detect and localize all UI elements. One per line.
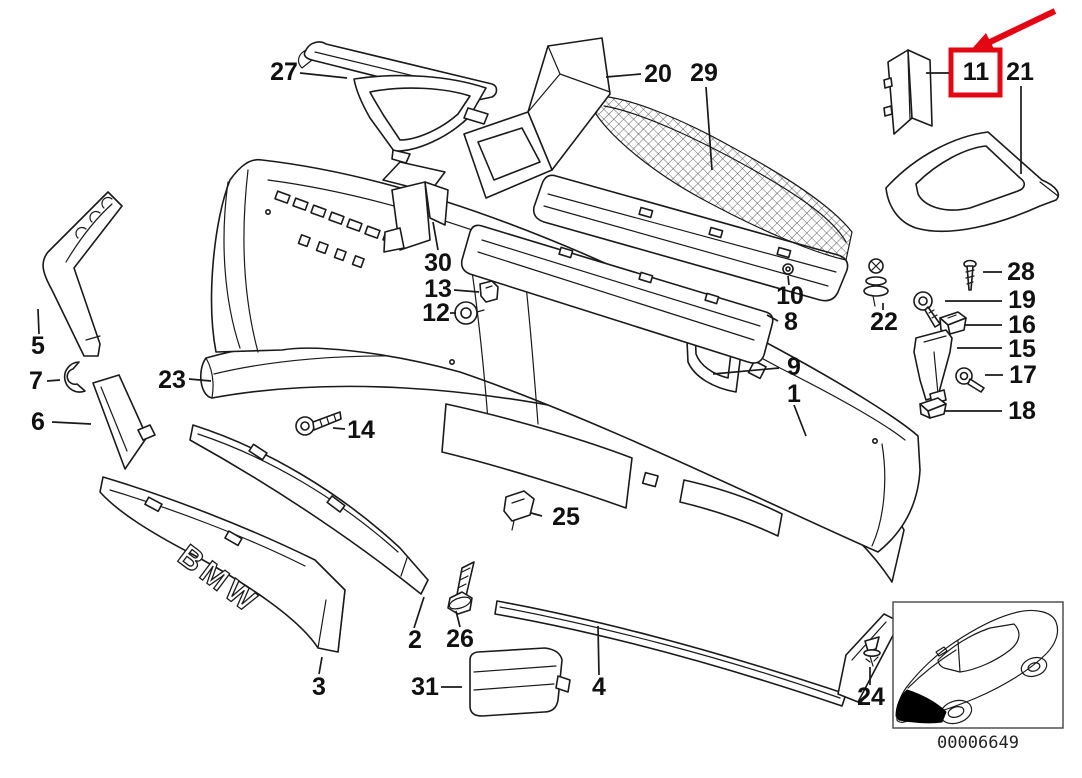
part-25-clip-drawing bbox=[503, 490, 535, 531]
leader-line-30 bbox=[432, 221, 439, 251]
car-silhouette bbox=[895, 609, 1059, 725]
part-27-frame-drawing bbox=[353, 74, 489, 164]
part-1-bumper-drawing bbox=[210, 158, 921, 553]
callout-2[interactable]: 2 bbox=[408, 626, 422, 654]
leader-line-8 bbox=[766, 314, 779, 322]
callout-20[interactable]: 20 bbox=[644, 60, 672, 88]
callout-1[interactable]: 1 bbox=[787, 380, 801, 408]
part-20-duct-drawing bbox=[463, 37, 611, 199]
highlight-arrow-head bbox=[969, 33, 995, 52]
highlight-layer bbox=[948, 8, 1057, 98]
callout-21[interactable]: 21 bbox=[1006, 58, 1034, 86]
part-4-lower-strip-drawing bbox=[494, 600, 901, 707]
callout-13[interactable]: 13 bbox=[424, 275, 452, 303]
part-13-clip-drawing bbox=[479, 280, 499, 303]
callout-23[interactable]: 23 bbox=[158, 366, 186, 394]
part-26-bolt-drawing bbox=[447, 561, 475, 615]
leader-line-4 bbox=[597, 625, 600, 676]
part-16-clipnut-drawing bbox=[939, 311, 967, 335]
leader-line-26 bbox=[455, 610, 461, 628]
callout-30[interactable]: 30 bbox=[424, 249, 452, 277]
part-2-impact-strip-drawing bbox=[189, 424, 429, 595]
callout-27[interactable]: 27 bbox=[270, 58, 298, 86]
callout-14[interactable]: 14 bbox=[347, 416, 375, 444]
callout-31[interactable]: 31 bbox=[411, 673, 439, 701]
leader-line-9 bbox=[712, 367, 780, 375]
leader-line-14 bbox=[332, 427, 346, 430]
leader-line-3 bbox=[318, 656, 323, 675]
callout-17[interactable]: 17 bbox=[1009, 361, 1037, 389]
callout-18[interactable]: 18 bbox=[1008, 397, 1036, 425]
part-21-closing-grille-drawing bbox=[885, 131, 1060, 233]
callout-5[interactable]: 5 bbox=[31, 332, 45, 360]
callout-29[interactable]: 29 bbox=[690, 59, 718, 87]
part-10-grommet-drawing bbox=[782, 263, 794, 275]
part-30-bracket-drawing bbox=[382, 161, 449, 253]
part-5-corner-strip-drawing bbox=[42, 191, 123, 357]
callout-28[interactable]: 28 bbox=[1007, 258, 1035, 286]
part-29-mesh-drawing bbox=[595, 95, 853, 261]
callout-26[interactable]: 26 bbox=[446, 625, 474, 653]
callout-16[interactable]: 16 bbox=[1008, 311, 1036, 339]
callout-11[interactable]: 11 bbox=[963, 58, 990, 86]
part-28-screw-drawing bbox=[963, 259, 977, 291]
callout-25[interactable]: 25 bbox=[552, 503, 580, 531]
callout-7[interactable]: 7 bbox=[29, 367, 43, 395]
diagram-code: 00006649 bbox=[937, 733, 1019, 753]
callout-9[interactable]: 9 bbox=[787, 353, 801, 381]
car-inset: 00006649 bbox=[892, 601, 1064, 753]
callout-22[interactable]: 22 bbox=[870, 308, 898, 336]
leader-line-25 bbox=[530, 512, 543, 517]
part-14-screw-drawing bbox=[295, 411, 342, 436]
leader-line-13 bbox=[453, 289, 480, 293]
leader-line-27 bbox=[299, 72, 348, 79]
callout-6[interactable]: 6 bbox=[31, 408, 45, 436]
part-18-clipnut-drawing bbox=[919, 397, 947, 419]
part-7-clip-drawing bbox=[63, 361, 86, 393]
callout-10[interactable]: 10 bbox=[776, 282, 804, 310]
leader-line-20 bbox=[605, 73, 642, 78]
callout-4[interactable]: 4 bbox=[592, 673, 606, 701]
leader-line-29 bbox=[705, 86, 713, 171]
callout-3[interactable]: 3 bbox=[312, 673, 326, 701]
upper-grille-drawing bbox=[532, 174, 849, 302]
callout-12[interactable]: 12 bbox=[422, 299, 450, 327]
part-17-screw-drawing bbox=[955, 367, 985, 393]
leader-line-2 bbox=[413, 596, 425, 629]
part-8-grille-drawing bbox=[460, 224, 774, 364]
part-24-clip-drawing bbox=[863, 636, 881, 667]
part-22-rivet-drawing bbox=[863, 258, 889, 307]
callout-8[interactable]: 8 bbox=[784, 308, 798, 336]
highlight-arrow-shaft bbox=[988, 8, 1057, 45]
leader-line-23 bbox=[188, 378, 212, 382]
part-15-bracket-drawing bbox=[913, 329, 953, 405]
leader-line-1 bbox=[793, 404, 807, 437]
part-6-bracket-drawing bbox=[92, 374, 156, 470]
highlighted-bumper-area bbox=[895, 689, 947, 724]
leader-line-10 bbox=[787, 275, 790, 286]
leader-line-6 bbox=[51, 421, 92, 425]
part-11-corner-trim-drawing bbox=[883, 49, 933, 135]
leader-line-5 bbox=[37, 308, 40, 335]
leader-line-7 bbox=[46, 379, 61, 382]
part-31-fog-grille-drawing bbox=[469, 647, 571, 717]
part-19-screw-drawing bbox=[913, 291, 941, 328]
callout-19[interactable]: 19 bbox=[1008, 286, 1036, 314]
callout-24[interactable]: 24 bbox=[857, 683, 885, 711]
callout-15[interactable]: 15 bbox=[1008, 335, 1036, 363]
